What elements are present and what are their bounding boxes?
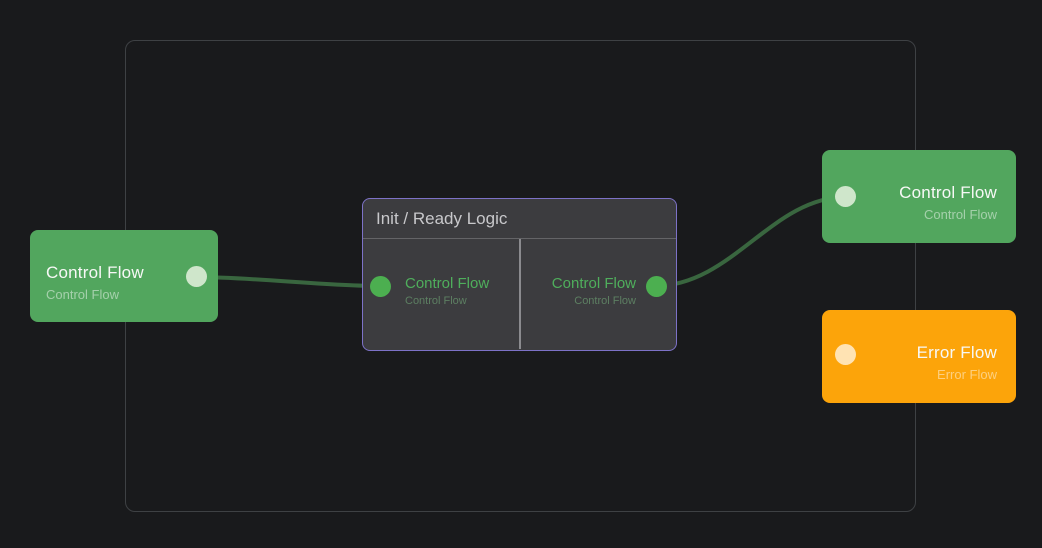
group-node-title: Init / Ready Logic xyxy=(363,199,676,239)
group-node-init-ready-logic[interactable]: Init / Ready Logic Control Flow Control … xyxy=(362,198,677,351)
group-input-subtitle: Control Flow xyxy=(405,295,467,307)
group-node-body: Control Flow Control Flow Control Flow C… xyxy=(363,239,676,349)
node-title: Error Flow xyxy=(916,343,997,362)
wire-group-to-success[interactable] xyxy=(653,195,848,288)
node-subtitle: Control Flow xyxy=(46,287,119,302)
node-title: Control Flow xyxy=(899,183,997,202)
node-subtitle: Error Flow xyxy=(937,367,997,382)
node-control-flow-source[interactable]: Control Flow Control Flow xyxy=(30,230,218,322)
output-port[interactable] xyxy=(186,266,207,287)
node-error-flow[interactable]: Error Flow Error Flow xyxy=(822,310,1016,403)
group-output-title: Control Flow xyxy=(551,275,636,292)
group-input-title: Control Flow xyxy=(405,275,490,292)
group-output-cell[interactable]: Control Flow Control Flow xyxy=(519,239,676,349)
output-port[interactable] xyxy=(646,276,667,297)
input-port[interactable] xyxy=(370,276,391,297)
node-subtitle: Control Flow xyxy=(924,207,997,222)
input-port[interactable] xyxy=(835,344,856,365)
group-output-subtitle: Control Flow xyxy=(574,295,636,307)
group-input-cell[interactable]: Control Flow Control Flow xyxy=(363,239,519,349)
node-control-flow-success[interactable]: Control Flow Control Flow xyxy=(822,150,1016,243)
input-port[interactable] xyxy=(835,186,856,207)
group-cell-divider xyxy=(519,239,521,349)
node-title: Control Flow xyxy=(46,263,144,282)
